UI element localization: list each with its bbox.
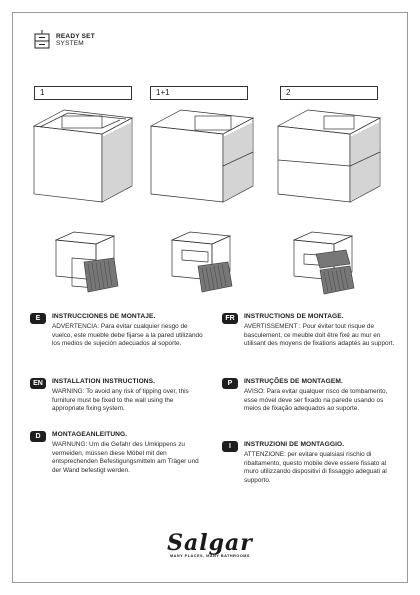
instructions-body-en: WARNING: To avoid any risk of tipping ov… bbox=[52, 388, 189, 413]
variant-label-2: 2 bbox=[280, 86, 378, 100]
instructions-es: E INSTRUCCIONES DE MONTAJE. ADVERTENCIA:… bbox=[30, 313, 206, 349]
system-line-2: SYSTEM bbox=[56, 40, 84, 47]
cabinet-drawing-1 bbox=[32, 109, 134, 203]
instructions-body-fr: AVERTISSEMENT : Pour éviter tout risque … bbox=[244, 323, 395, 348]
cabinet-open-drawing-1-plus-1 bbox=[170, 231, 233, 293]
instructions-en: EN INSTALLATION INSTRUCTIONS. WARNING: T… bbox=[30, 378, 206, 414]
lang-badge-fr: FR bbox=[222, 313, 238, 324]
instructions-it: I INSTRUZIONI DE MONTAGGIO. ATTENZIONE: … bbox=[222, 441, 398, 485]
ready-set-system-icon bbox=[34, 30, 50, 49]
salgar-logo: Salgar MANY PLACES, MANY BATHROOMS bbox=[0, 530, 420, 558]
page-frame bbox=[12, 12, 408, 583]
instructions-title-en: INSTALLATION INSTRUCTIONS. bbox=[52, 378, 156, 385]
instructions-body-pt: AVISO: Para evitar qualquer risco de tom… bbox=[244, 388, 388, 413]
instructions-title-it: INSTRUZIONI DE MONTAGGIO. bbox=[244, 441, 345, 448]
ready-set-system-badge: READY SET SYSTEM bbox=[34, 30, 95, 50]
lang-badge-p: P bbox=[222, 378, 238, 389]
instructions-body-de: WARNUNG: Um die Gefahr des Umkippens zu … bbox=[52, 441, 199, 474]
instructions-fr: FR INSTRUCTIONS DE MONTAGE. AVERTISSEMEN… bbox=[222, 313, 398, 349]
cabinet-open-drawing-1 bbox=[54, 231, 119, 293]
brand-name: Salgar bbox=[167, 530, 253, 556]
instructions-body-es: ADVERTENCIA: Para evitar cualquier riesg… bbox=[52, 323, 203, 348]
lang-badge-d: D bbox=[30, 431, 46, 442]
cabinet-drawing-2 bbox=[276, 109, 382, 203]
system-line-1: READY SET bbox=[56, 33, 95, 40]
variant-label-1-plus-1: 1+1 bbox=[150, 86, 248, 100]
lang-badge-e: E bbox=[30, 313, 46, 324]
cabinet-open-drawing-2 bbox=[292, 231, 355, 295]
instructions-de: D MONTAGEANLEITUNG. WARNUNG: Um die Gefa… bbox=[30, 431, 206, 475]
instructions-title-pt: INSTRUÇÕES DE MONTAGEM. bbox=[244, 378, 343, 385]
variant-label-1: 1 bbox=[34, 86, 132, 100]
instructions-title-es: INSTRUCCIONES DE MONTAJE. bbox=[52, 313, 156, 320]
brand-tagline: MANY PLACES, MANY BATHROOMS bbox=[170, 554, 250, 558]
lang-badge-i: I bbox=[222, 441, 238, 452]
instructions-title-fr: INSTRUCTIONS DE MONTAGE. bbox=[244, 313, 344, 320]
instructions-pt: P INSTRUÇÕES DE MONTAGEM. AVISO: Para ev… bbox=[222, 378, 398, 414]
instructions-title-de: MONTAGEANLEITUNG. bbox=[52, 431, 128, 438]
lang-badge-en: EN bbox=[30, 378, 46, 389]
instructions-body-it: ATTENZIONE: per evitare qualsiasi rischi… bbox=[244, 451, 387, 484]
cabinet-drawing-1-plus-1 bbox=[149, 109, 255, 203]
